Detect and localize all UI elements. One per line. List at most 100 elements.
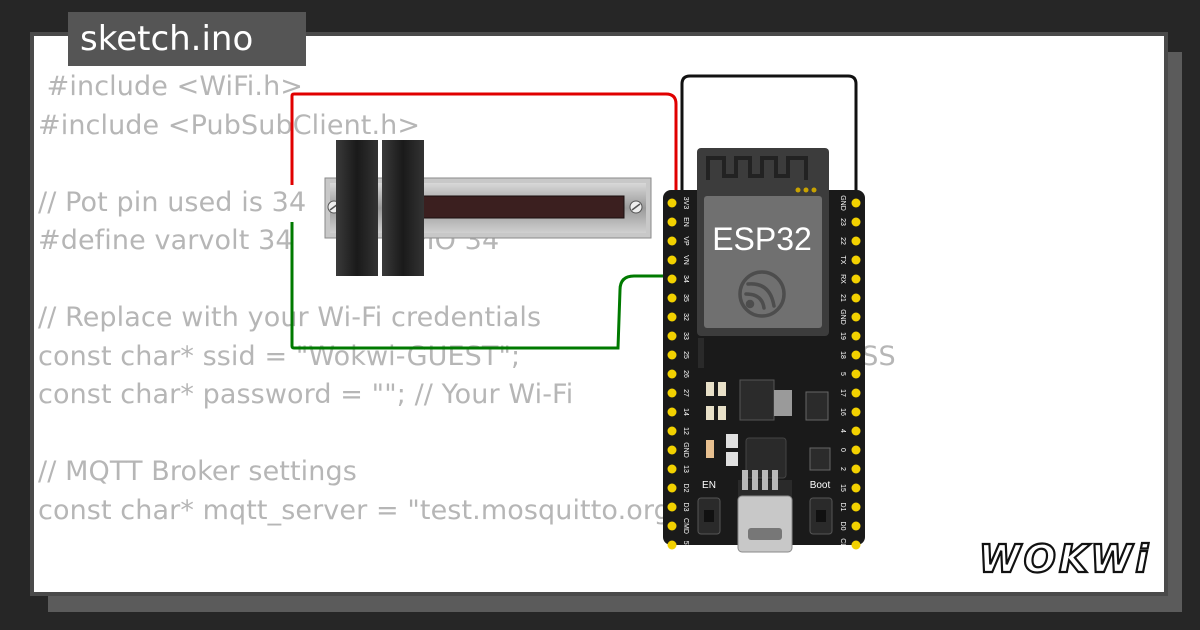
- pin-vn[interactable]: [667, 255, 677, 265]
- pin-label: 14: [682, 408, 689, 416]
- chip-shield: [704, 196, 822, 328]
- pin-21[interactable]: [851, 293, 861, 303]
- pin-13[interactable]: [667, 464, 677, 474]
- pin-18[interactable]: [851, 350, 861, 360]
- pin-label: 22: [839, 237, 846, 245]
- pin-label: 32: [682, 313, 689, 321]
- pin-gnd[interactable]: [851, 198, 861, 208]
- pin-label: D0: [839, 522, 846, 531]
- pin-label: D1: [839, 503, 846, 512]
- chip-label: ESP32: [712, 221, 812, 257]
- pin-label: GND: [839, 195, 846, 211]
- wokwi-logo-text: WOKWi: [979, 537, 1152, 581]
- pin-2[interactable]: [851, 464, 861, 474]
- pin-22[interactable]: [851, 236, 861, 246]
- boot-label: Boot: [810, 480, 831, 491]
- pin-vp[interactable]: [667, 236, 677, 246]
- wire-3v3[interactable]: [290, 92, 678, 200]
- pin-label: VP: [682, 236, 689, 246]
- pin-5[interactable]: [851, 369, 861, 379]
- pin-label: GND: [839, 309, 846, 325]
- code-line: // Replace with your Wi-Fi credentials: [38, 302, 542, 333]
- pin-rx[interactable]: [851, 274, 861, 284]
- usb-port[interactable]: [737, 495, 793, 553]
- code-line: #include <PubSubClient.h>: [38, 109, 421, 141]
- pin-label: 16: [839, 408, 846, 416]
- pin-34[interactable]: [667, 274, 677, 284]
- pin-26[interactable]: [667, 369, 677, 379]
- pin-gnd[interactable]: [667, 445, 677, 455]
- file-tab[interactable]: sketch.ino: [68, 12, 306, 66]
- pin-label: CLK: [839, 538, 846, 552]
- espressif-icon: [738, 270, 786, 318]
- pin-label: 19: [839, 332, 846, 340]
- pin-label: 3V3: [682, 197, 689, 210]
- left-pin-header: 3V3ENVPVN343532332526271412GND13D2D3CMD5…: [667, 197, 689, 550]
- pin-label: 12: [682, 427, 689, 435]
- pin-17[interactable]: [851, 388, 861, 398]
- pin-19[interactable]: [851, 331, 861, 341]
- pin-label: RX: [839, 274, 846, 284]
- pin-27[interactable]: [667, 388, 677, 398]
- pin-label: 25: [682, 351, 689, 359]
- pin-14[interactable]: [667, 407, 677, 417]
- pin-label: 18: [839, 351, 846, 359]
- pin-label: 15: [839, 484, 846, 492]
- pin-label: D3: [682, 503, 689, 512]
- code-line: // Pot pin used is 34: [38, 186, 307, 218]
- pin-label: 34: [682, 275, 689, 283]
- code-preview: #include <WiFi.h>#include <PubSubClient.…: [38, 68, 896, 530]
- pot-knob-right[interactable]: [382, 140, 424, 276]
- pin-label: GND: [682, 442, 689, 458]
- pin-d3[interactable]: [667, 502, 677, 512]
- pin-label: 5: [839, 372, 846, 376]
- code-line: const char* password = ""; // Your Wi-Fi: [38, 379, 574, 410]
- pin-4[interactable]: [851, 426, 861, 436]
- pin-label: 33: [682, 332, 689, 340]
- pin-label: VN: [682, 255, 689, 265]
- pin-label: 0: [839, 448, 846, 452]
- esp32-board[interactable]: ESP32 EN Boot: [663, 148, 865, 553]
- file-tab-label: sketch.ino: [80, 19, 254, 59]
- code-card: [30, 32, 1168, 596]
- antenna-trace: [706, 156, 808, 180]
- en-label: EN: [702, 480, 716, 491]
- pin-gnd[interactable]: [851, 312, 861, 322]
- pin-33[interactable]: [667, 331, 677, 341]
- pin-15[interactable]: [851, 483, 861, 493]
- wire-signal[interactable]: [290, 222, 676, 350]
- wokwi-logo: WOKWi: [978, 536, 1152, 582]
- pin-label: 21: [839, 294, 846, 302]
- pin-label: 23: [839, 218, 846, 226]
- pin-label: 13: [682, 465, 689, 473]
- pin-d1[interactable]: [851, 502, 861, 512]
- pin-label: 27: [682, 389, 689, 397]
- pin-35[interactable]: [667, 293, 677, 303]
- regulator-chip: [739, 379, 775, 421]
- pin-3v3[interactable]: [667, 198, 677, 208]
- pin-en[interactable]: [667, 217, 677, 227]
- pin-label: 2: [839, 467, 846, 471]
- pin-0[interactable]: [851, 445, 861, 455]
- pin-23[interactable]: [851, 217, 861, 227]
- pin-d2[interactable]: [667, 483, 677, 493]
- pin-16[interactable]: [851, 407, 861, 417]
- pin-label: 5V: [682, 541, 689, 550]
- pin-clk[interactable]: [851, 540, 861, 550]
- pin-label: 17: [839, 389, 846, 397]
- pot-knob-left[interactable]: [336, 140, 378, 276]
- pin-cmd[interactable]: [667, 521, 677, 531]
- pin-label: CMD: [682, 518, 689, 534]
- pin-label: D2: [682, 484, 689, 493]
- pin-label: 35: [682, 294, 689, 302]
- pin-d0[interactable]: [851, 521, 861, 531]
- pin-5v[interactable]: [667, 540, 677, 550]
- pin-32[interactable]: [667, 312, 677, 322]
- pin-25[interactable]: [667, 350, 677, 360]
- wire-gnd[interactable]: [680, 74, 858, 198]
- pin-12[interactable]: [667, 426, 677, 436]
- slide-potentiometer[interactable]: [324, 140, 652, 276]
- pin-tx[interactable]: [851, 255, 861, 265]
